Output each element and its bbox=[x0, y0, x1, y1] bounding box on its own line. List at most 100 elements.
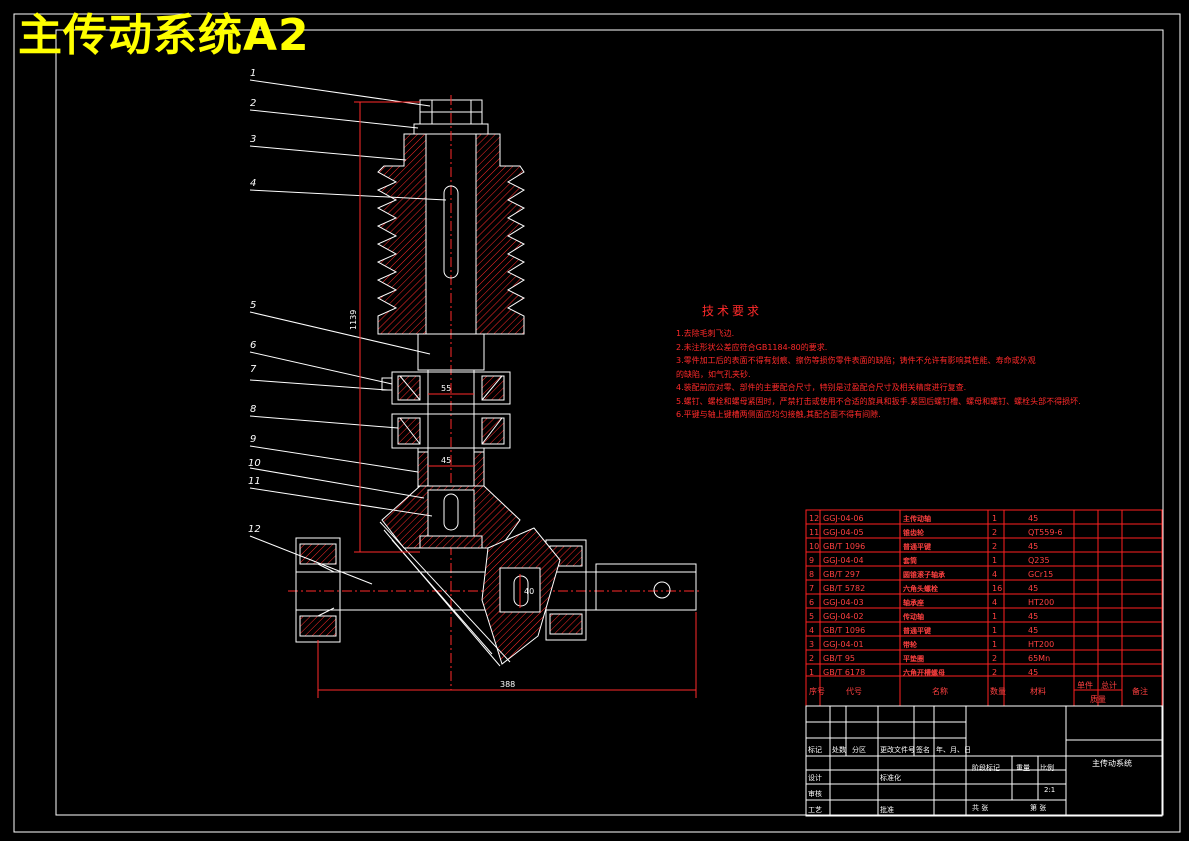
tb-sign-mark: 标记 bbox=[808, 745, 822, 754]
title-block-labels: 标记 处数 分区 更改文件号 签名 年、月、日 设计 审核 工艺 标准化 批准 … bbox=[808, 745, 1055, 814]
title-block bbox=[805, 705, 1163, 817]
tech-requirements-title: 技术要求 bbox=[702, 304, 763, 318]
bom-header-remark: 备注 bbox=[1132, 686, 1148, 696]
tb-process: 工艺 bbox=[808, 806, 822, 814]
bom-cell-seq: 5 bbox=[809, 612, 814, 621]
bom-cell-code: GGJ-04-04 bbox=[823, 556, 864, 565]
tb-ratio: 比例 bbox=[1040, 763, 1054, 772]
tech-requirements: 技术要求 1.去除毛刺飞边. 2.未注形状公差应符合GB1184-80的要求. … bbox=[676, 302, 1096, 422]
tech-item: 6.平键与轴上键槽两侧面应均匀接触,其配合面不得有间隙. bbox=[676, 410, 881, 419]
bom-cell-material: 65Mn bbox=[1028, 654, 1050, 663]
bom-cell-code: GGJ-04-02 bbox=[823, 612, 864, 621]
tb-sign-name: 签名 bbox=[916, 745, 930, 754]
bom-cell-qty: 1 bbox=[992, 514, 997, 523]
part-label-2: 2 bbox=[250, 98, 256, 109]
bom-cell-name: 普通平键 bbox=[903, 542, 931, 551]
tb-review: 审核 bbox=[808, 789, 822, 798]
bom-header-name: 名称 bbox=[932, 686, 948, 696]
part-label-11: 11 bbox=[248, 476, 261, 487]
dimension-lines bbox=[317, 101, 697, 698]
bom-cell-name: 带轮 bbox=[903, 640, 917, 649]
bom-cell-material: GCr15 bbox=[1028, 570, 1053, 579]
tb-std: 标准化 bbox=[880, 773, 901, 782]
bom-cell-code: GB/T 6178 bbox=[823, 668, 865, 677]
bom-cell-code: GB/T 1096 bbox=[823, 626, 865, 635]
page-title: 主传动系统A2 bbox=[18, 10, 310, 61]
bom-header-seq: 序号 bbox=[809, 686, 825, 696]
bom-header-weight: 质量 bbox=[1090, 694, 1106, 704]
bom-cell-qty: 1 bbox=[992, 612, 997, 621]
tech-item: 1.去除毛刺飞边. bbox=[676, 329, 735, 338]
tech-item: 4.装配前应对零、部件的主要配合尺寸，特别是过盈配合尺寸及相关精度进行复查. bbox=[676, 383, 967, 392]
bom-cell-qty: 2 bbox=[992, 528, 997, 537]
bom-cell-name: 锥齿轮 bbox=[902, 528, 924, 537]
dim-height: 1139 bbox=[349, 310, 358, 330]
bom-cell-material: 45 bbox=[1028, 542, 1038, 551]
tb-sign-doc: 更改文件号 bbox=[880, 745, 915, 754]
part-label-4: 4 bbox=[250, 178, 256, 189]
dim-length: 388 bbox=[500, 680, 515, 689]
tb-scale-value: 2:1 bbox=[1044, 786, 1055, 794]
bom-cell-code: GB/T 5782 bbox=[823, 584, 865, 593]
bom-cell-code: GGJ-04-06 bbox=[823, 514, 864, 523]
tb-sign-count: 处数 bbox=[832, 745, 846, 754]
bom-cell-seq: 8 bbox=[809, 570, 814, 579]
bom-cell-name: 传动轴 bbox=[902, 612, 924, 621]
bom-cell-qty: 2 bbox=[992, 542, 997, 551]
tb-drawing-name: 主传动系统 bbox=[1092, 758, 1132, 768]
part-number-labels: 1 2 3 4 5 6 7 8 9 10 11 12 bbox=[248, 68, 261, 535]
assembly-drawing bbox=[249, 79, 700, 698]
bom-cell-code: GGJ-04-01 bbox=[823, 640, 864, 649]
bom-header: 序号 代号 名称 数量 材料 单件 总计 质量 备注 bbox=[809, 680, 1148, 704]
tb-sign-date: 年、月、日 bbox=[936, 745, 971, 754]
dimension-labels: 1139 388 55 45 40 bbox=[349, 310, 534, 689]
tb-weight: 重量 bbox=[1016, 764, 1030, 772]
part-label-9: 9 bbox=[250, 434, 256, 445]
pulley-left-section bbox=[376, 133, 500, 335]
inner-frame bbox=[55, 29, 1164, 816]
tech-item: 5.螺钉、螺栓和螺母紧固时，严禁打击或使用不合适的旋具和扳手.紧固后螺钉槽、螺母… bbox=[676, 396, 1081, 406]
bom-cell-name: 轴承座 bbox=[903, 598, 924, 607]
part-label-8: 8 bbox=[250, 404, 256, 415]
bom-cell-name: 平垫圈 bbox=[903, 654, 924, 663]
pulley-right-section bbox=[404, 133, 526, 335]
tech-item: 3.零件加工后的表面不得有划痕、擦伤等损伤零件表面的缺陷；铸件不允许有影响其性能… bbox=[676, 356, 1036, 365]
dim-hole: 40 bbox=[524, 587, 534, 596]
tb-sheet-total: 共 张 bbox=[972, 803, 988, 812]
part-label-5: 5 bbox=[250, 300, 256, 311]
bom-cell-qty: 4 bbox=[992, 598, 997, 607]
bom-cell-material: HT200 bbox=[1028, 598, 1054, 607]
part-label-7: 7 bbox=[250, 364, 257, 375]
tb-sheet-no: 第 张 bbox=[1030, 803, 1046, 812]
tech-item: 的缺陷，如气孔夹砂. bbox=[676, 369, 751, 379]
bom-header-code: 代号 bbox=[846, 686, 862, 696]
bom-cell-seq: 9 bbox=[809, 556, 814, 565]
tech-item: 2.未注形状公差应符合GB1184-80的要求. bbox=[676, 342, 828, 352]
bom-cell-seq: 1 bbox=[809, 668, 814, 677]
bom-header-material: 材料 bbox=[1030, 686, 1046, 696]
bom-cell-name: 六角头螺栓 bbox=[903, 584, 938, 593]
bom-cell-qty: 1 bbox=[992, 556, 997, 565]
bom-cell-material: 45 bbox=[1028, 612, 1038, 621]
bom-header-qty: 数量 bbox=[990, 686, 1006, 696]
bom-cell-seq: 7 bbox=[809, 584, 814, 593]
bom-cell-material: Q235 bbox=[1028, 556, 1050, 565]
outer-border bbox=[13, 13, 1181, 833]
bom-cell-material: 45 bbox=[1028, 626, 1038, 635]
bom-cell-material: HT200 bbox=[1028, 640, 1054, 649]
bom-cell-seq: 4 bbox=[809, 626, 814, 635]
bom-cell-material: 45 bbox=[1028, 514, 1038, 523]
tb-stage: 阶段标记 bbox=[972, 763, 1000, 772]
bom-cell-name: 主传动轴 bbox=[903, 514, 931, 523]
bom-cell-qty: 1 bbox=[992, 640, 997, 649]
bom-cell-seq: 3 bbox=[809, 640, 814, 649]
bom-cell-seq: 12 bbox=[809, 514, 819, 523]
part-label-12: 12 bbox=[248, 524, 261, 535]
bom-cell-code: GB/T 95 bbox=[823, 654, 855, 663]
bom-cell-material: QT559-6 bbox=[1028, 528, 1062, 537]
bom-header-total: 总计 bbox=[1101, 680, 1117, 690]
bom-cell-seq: 10 bbox=[809, 542, 819, 551]
bom-cell-material: 45 bbox=[1028, 584, 1038, 593]
